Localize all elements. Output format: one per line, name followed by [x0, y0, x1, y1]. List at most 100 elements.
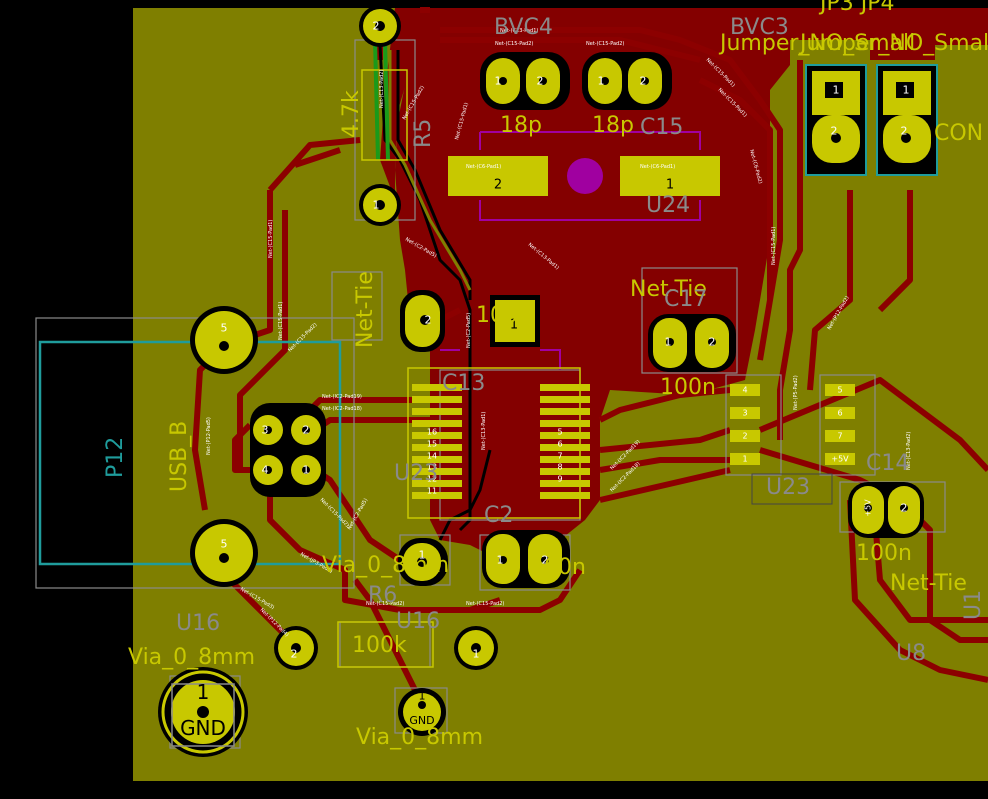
svg-text:1: 1	[510, 318, 518, 333]
svg-text:15: 15	[427, 440, 437, 449]
p12-label: P12	[103, 437, 128, 478]
svg-text:1: 1	[419, 549, 426, 562]
u23-outline	[751, 473, 833, 505]
usb-mount-pad-bottom[interactable]: 5	[190, 519, 258, 587]
copper-pour-upper-left	[380, 8, 460, 200]
xtal-pad-1[interactable]: 1	[620, 156, 720, 196]
svg-text:8: 8	[557, 463, 562, 472]
r6-pad-1[interactable]: 1	[454, 626, 498, 670]
svg-text:2: 2	[542, 554, 549, 567]
u16-mid-label: U16	[396, 609, 440, 634]
ic-right-pad-column[interactable]	[540, 384, 590, 499]
svg-text:Net-(C15-Pad1): Net-(C15-Pad1)	[771, 227, 777, 265]
r6-label: R6	[368, 583, 397, 608]
svg-text:Net-(C13-Pad2): Net-(C13-Pad2)	[379, 70, 385, 108]
svg-text:1: 1	[419, 690, 426, 703]
svg-text:Net-(C6-Pad1): Net-(C6-Pad1)	[466, 164, 501, 170]
xtal-pad-2[interactable]: 2	[448, 156, 548, 196]
svg-text:5: 5	[221, 538, 228, 551]
via-bottom-label: Via_0_8mm	[356, 725, 483, 750]
svg-text:4: 4	[742, 386, 747, 395]
gnd-testpoint-left[interactable]: 1 GND	[158, 667, 248, 757]
svg-text:3: 3	[262, 424, 269, 437]
u23-silk-label: U23	[394, 461, 438, 486]
svg-text:2: 2	[537, 75, 544, 88]
svg-text:+5V: +5V	[831, 455, 849, 464]
svg-text:Net-(C15-Pad2): Net-(C15-Pad2)	[466, 601, 504, 607]
via-mid-pad[interactable]: 1	[398, 538, 448, 586]
svg-text:Net-(C13-Pad1): Net-(C13-Pad1)	[500, 28, 538, 34]
c-right-value: 18p	[592, 113, 634, 138]
svg-text:2: 2	[901, 125, 908, 138]
r5-pad-2[interactable]: 2	[359, 5, 401, 47]
c-left-pads[interactable]: 1 2	[480, 52, 570, 110]
jumper-b-pads[interactable]: 1 2	[877, 65, 937, 175]
svg-text:Net-(C15-Pad1): Net-(C15-Pad1)	[268, 220, 274, 258]
via-left-label: Via_0_8mm	[128, 645, 255, 670]
c14-value: 100n	[856, 541, 912, 566]
r5-ref: R5	[411, 119, 436, 148]
ic-left-pad-column[interactable]	[412, 384, 462, 499]
usb-data-pads[interactable]: 3 2 4 1	[250, 403, 326, 497]
svg-text:2: 2	[742, 432, 747, 441]
svg-text:1: 1	[303, 464, 310, 477]
con-label: CON	[934, 121, 983, 146]
svg-text:1: 1	[665, 336, 672, 349]
svg-text:1: 1	[473, 648, 480, 661]
c-right-pads[interactable]: 1 2	[582, 52, 672, 110]
svg-text:5: 5	[557, 428, 562, 437]
svg-text:5: 5	[837, 386, 842, 395]
silk-labels: 4.7k R5 BVC4 BVC3 JP3 JP4 18p 18p C15 U2…	[103, 0, 988, 750]
svg-text:2: 2	[425, 314, 432, 327]
svg-text:2: 2	[291, 648, 298, 661]
svg-text:Net-(IC2-Pad19): Net-(IC2-Pad19)	[322, 394, 362, 400]
nettie-pad[interactable]: 2	[400, 290, 445, 352]
gnd-left-label: GND	[180, 716, 226, 740]
ratsnest-highlight	[373, 39, 390, 161]
svg-text:2: 2	[494, 178, 502, 193]
svg-text:1: 1	[666, 178, 674, 193]
r5-pad-1[interactable]: 1	[359, 184, 401, 226]
svg-text:+5V: +5V	[864, 499, 873, 517]
traces-routed	[388, 50, 472, 291]
c17-value: 100n	[660, 375, 716, 400]
svg-text:4: 4	[262, 464, 269, 477]
svg-text:16: 16	[427, 428, 437, 437]
silk-outlines	[337, 69, 581, 668]
via-mid-label: Via_0_8mm	[322, 553, 449, 578]
c9-pad-1[interactable]: 1	[490, 295, 540, 347]
u23-label: U23	[766, 475, 810, 500]
svg-text:Net-(C15-Pad2): Net-(C15-Pad2)	[366, 601, 404, 607]
svg-text:1: 1	[903, 84, 910, 97]
svg-text:7: 7	[557, 452, 562, 461]
ic-left-pin-labels: 16 15 14 13 12 11	[427, 428, 437, 496]
nettie-left-label: Net-Tie	[353, 271, 378, 348]
svg-text:12: 12	[427, 475, 437, 484]
svg-text:2: 2	[709, 336, 716, 349]
jumper-a-pads[interactable]: 1 2	[806, 65, 866, 175]
svg-text:Net-(P5-Pad2): Net-(P5-Pad2)	[793, 375, 799, 410]
svg-text:13: 13	[427, 463, 437, 472]
svg-text:Net-(C6-Pad1): Net-(C6-Pad1)	[640, 164, 675, 170]
svg-text:Net-(IC2-Pad18): Net-(IC2-Pad18)	[322, 406, 362, 412]
xtal-center-mark	[567, 158, 603, 194]
svg-text:1: 1	[497, 554, 504, 567]
c17-pads[interactable]: 1 2	[648, 314, 736, 372]
jumper-b-silk	[876, 64, 938, 176]
c14-label: C14	[866, 451, 909, 476]
traces-clearance	[378, 44, 492, 541]
svg-text:2: 2	[303, 424, 310, 437]
gnd-testpoint-mid[interactable]: 1 GND	[398, 688, 446, 736]
svg-text:2: 2	[640, 75, 647, 88]
gnd-mid-label: GND	[409, 714, 434, 727]
c14-pads[interactable]: +5V 2	[848, 482, 924, 538]
svg-text:Net-(C2-Pad5): Net-(C2-Pad5)	[466, 313, 472, 348]
svg-text:6: 6	[557, 440, 562, 449]
usb-mount-pad-top[interactable]: 5	[190, 306, 258, 374]
u23-pads[interactable]: 4 3 2 1 5 6 7 +5V	[730, 384, 855, 465]
c9-value: 100n	[476, 303, 532, 328]
c2-pads[interactable]: 1 2	[482, 530, 570, 588]
svg-text:1: 1	[373, 199, 380, 212]
r6-pad-2[interactable]: 2	[274, 626, 318, 670]
